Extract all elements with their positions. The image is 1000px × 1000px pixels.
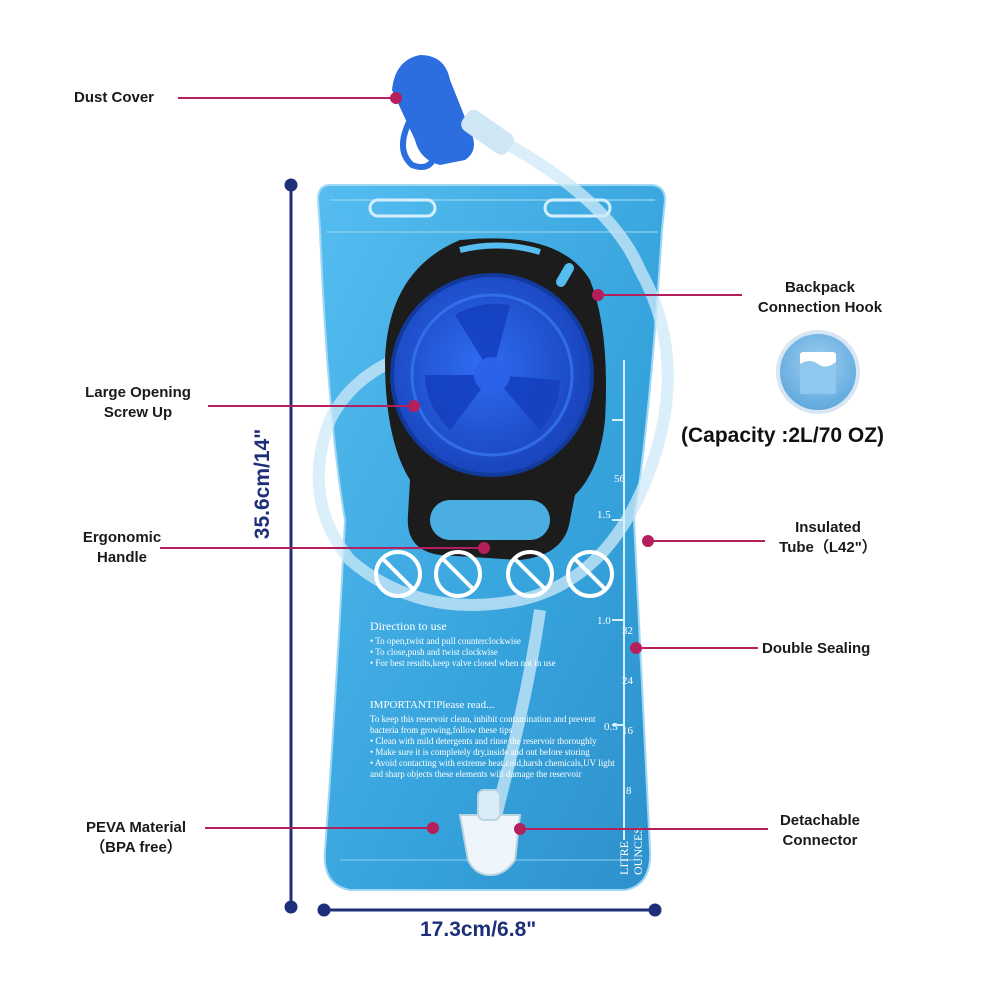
large-opening-label-line-1: Large Opening — [85, 384, 191, 401]
large-opening-label: Large Opening Screw Up — [72, 383, 204, 423]
ergonomic-handle-grip — [430, 500, 550, 540]
dust-cover-label: Dust Cover — [74, 89, 155, 106]
direction-line-3: • For best results,keep valve closed whe… — [370, 658, 556, 668]
detachable-connector — [458, 789, 522, 877]
direction-line-1: • To open,twist and pull counterclockwis… — [370, 636, 521, 646]
height-dimension-label: 35.6cm/14" — [251, 428, 274, 540]
peva-material-label-line-2: （BPA free） — [90, 839, 182, 856]
insulated-tube-label-line-2: Tube（L42"） — [779, 539, 877, 556]
width-dimension-label: 17.3cm/6.8" — [420, 918, 537, 941]
insulated-tube-label-line-1: Insulated — [795, 519, 861, 536]
important-title: IMPORTANT!Please read... — [370, 699, 495, 711]
detachable-connector-label: Detachable Connector — [768, 811, 872, 851]
hang-slot-left — [368, 198, 437, 218]
important-line-3: • Clean with mild detergents and rinse t… — [370, 736, 597, 746]
important-line-4: • Make sure it is completely dry,inside … — [370, 747, 590, 757]
scale-litre-1-5: 1.5 — [597, 509, 611, 521]
scale-litre-0-5: 0.5 — [604, 721, 618, 733]
backpack-hook-label-line-1: Backpack — [784, 279, 856, 296]
usage-warning-icons — [374, 550, 614, 598]
width-dimension-line — [317, 903, 662, 917]
important-line-6: and sharp objects these elements will da… — [370, 769, 581, 779]
bite-valve — [392, 55, 514, 170]
direction-line-2: • To close,push and twist clockwise — [370, 647, 498, 657]
capacity-label: (Capacity :2L/70 OZ) — [681, 424, 885, 447]
peva-material-label-line-1: PEVA Material — [85, 819, 187, 836]
scale-oz-56: 56 — [614, 473, 626, 485]
peva-material-label: PEVA Material （BPA free） — [66, 818, 206, 858]
ounces-label: OUNCES — [631, 827, 645, 875]
ergonomic-handle-label-line-2: Handle — [96, 549, 147, 566]
backpack-hook-label: Backpack Connection Hook — [742, 278, 898, 318]
insulated-tube — [312, 134, 674, 611]
ergonomic-handle-label: Ergonomic Handle — [70, 528, 174, 568]
double-sealing-label: Double Sealing — [762, 640, 871, 657]
direction-title: Direction to use — [370, 619, 447, 633]
detachable-connector-label-line-2: Connector — [782, 832, 858, 849]
height-dimension-line — [284, 178, 298, 914]
scale-oz-32: 32 — [622, 625, 633, 637]
backpack-hook-label-line-2: Connection Hook — [757, 299, 883, 316]
detachable-connector-label-line-1: Detachable — [779, 812, 861, 829]
scale-oz-24: 24 — [622, 675, 634, 687]
important-line-1: To keep this reservoir clean, inhibit co… — [370, 714, 596, 724]
scale-litre-1-0: 1.0 — [597, 615, 611, 627]
scale-oz-16: 16 — [622, 725, 634, 737]
large-opening-label-line-2: Screw Up — [103, 404, 173, 421]
scale-oz-8: 8 — [626, 785, 632, 797]
important-line-5: • Avoid contacting with extreme heat,col… — [370, 758, 615, 768]
litre-label: LITRE — [617, 841, 631, 875]
hang-slot-right — [543, 198, 612, 218]
ergonomic-handle-label-line-1: Ergonomic — [82, 529, 162, 546]
capacity-icon — [776, 330, 860, 414]
important-line-2: bacteria from growing,follow these tips — [370, 725, 513, 735]
insulated-tube-label: Insulated Tube（L42"） — [758, 518, 898, 558]
